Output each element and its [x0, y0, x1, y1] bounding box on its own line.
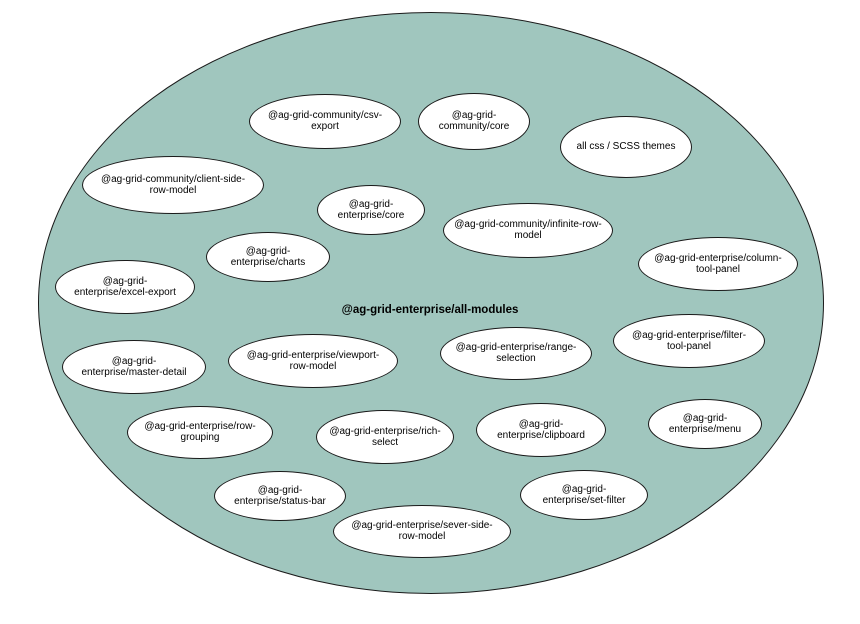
module-node: @ag-grid-community/client-side-row-model: [82, 156, 264, 214]
module-node: @ag-grid-enterprise/set-filter: [520, 470, 648, 520]
module-node: @ag-grid-community/core: [418, 92, 530, 150]
module-node: @ag-grid-community/infinite-row-model: [443, 202, 613, 258]
module-node: @ag-grid-enterprise/rich-select: [316, 410, 454, 464]
module-node: @ag-grid-enterprise/charts: [206, 232, 330, 282]
module-node: @ag-grid-enterprise/master-detail: [62, 340, 206, 394]
module-node: @ag-grid-enterprise/menu: [648, 399, 762, 449]
module-node: @ag-grid-community/csv-export: [249, 93, 401, 149]
module-node: @ag-grid-enterprise/filter-tool-panel: [613, 314, 765, 368]
module-node: @ag-grid-enterprise/excel-export: [55, 260, 195, 314]
module-node: all css / SCSS themes: [560, 116, 692, 178]
diagram-title: @ag-grid-enterprise/all-modules: [341, 304, 519, 316]
module-node: @ag-grid-enterprise/column-tool-panel: [638, 237, 798, 291]
module-node: @ag-grid-enterprise/sever-side-row-model: [333, 504, 511, 558]
module-node: @ag-grid-enterprise/clipboard: [476, 403, 606, 457]
module-node: @ag-grid-enterprise/viewport-row-model: [228, 334, 398, 388]
module-node: @ag-grid-enterprise/range-selection: [440, 326, 592, 380]
module-node: @ag-grid-enterprise/core: [317, 185, 425, 235]
module-node: @ag-grid-enterprise/status-bar: [214, 471, 346, 521]
module-node: @ag-grid-enterprise/row-grouping: [127, 405, 273, 459]
